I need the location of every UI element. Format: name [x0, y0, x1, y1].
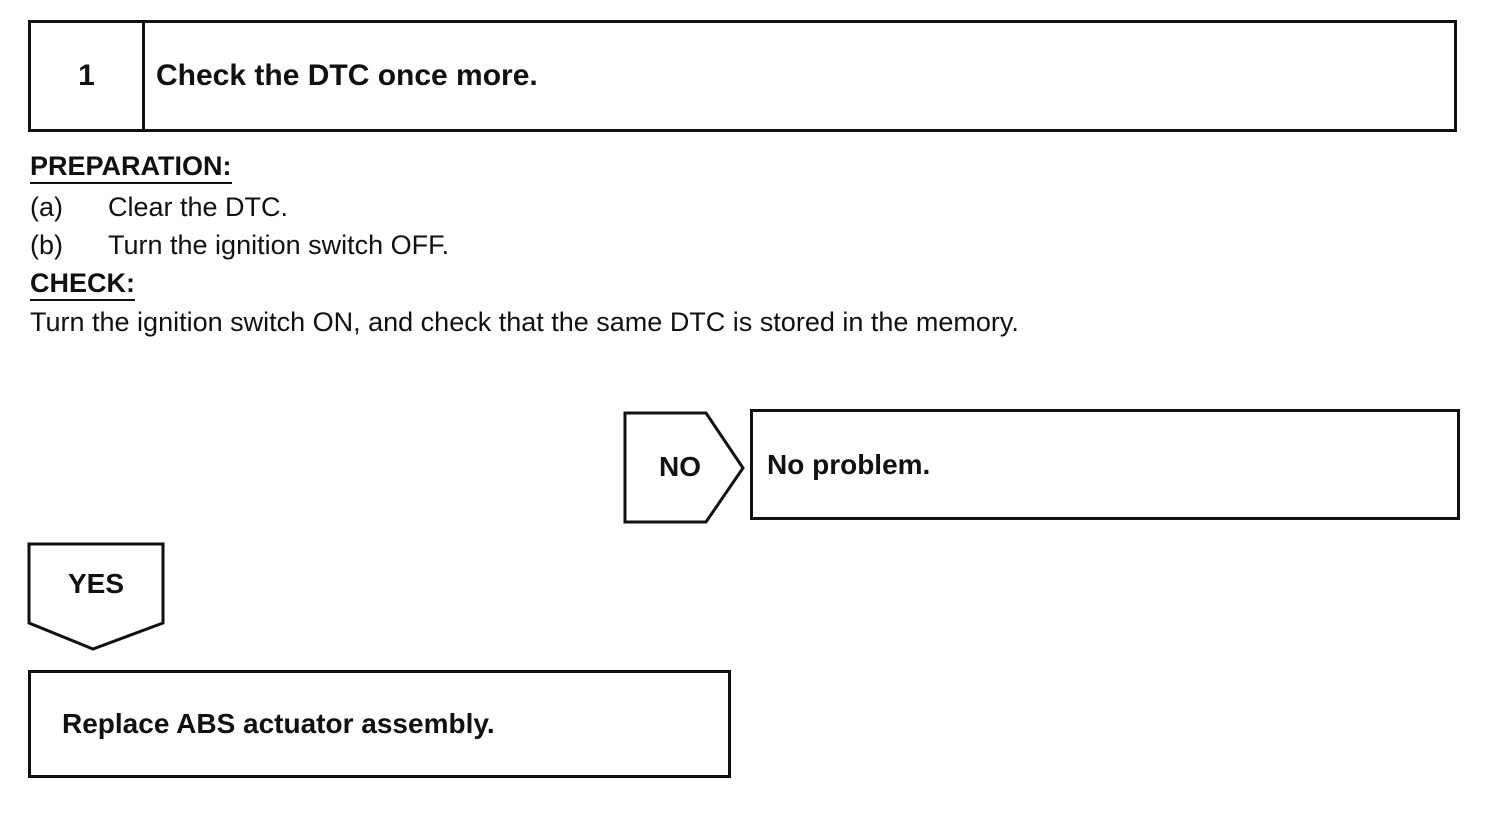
step-number: 1	[31, 23, 145, 129]
no-arrow-shape	[623, 411, 745, 524]
preparation-item-a: (a) Clear the DTC.	[30, 192, 288, 222]
preparation-item-b-text: Turn the ignition switch OFF.	[108, 230, 450, 260]
preparation-heading: PREPARATION:	[30, 151, 232, 184]
check-heading: CHECK:	[30, 268, 135, 301]
yes-result-text: Replace ABS actuator assembly.	[62, 708, 495, 739]
check-text: Turn the ignition switch ON, and check t…	[30, 307, 1019, 337]
step-title: Check the DTC once more.	[156, 59, 538, 92]
preparation-item-b-label: (b)	[30, 230, 63, 260]
preparation-item-a-label: (a)	[30, 192, 63, 222]
no-result-text: No problem.	[767, 448, 931, 480]
preparation-item-a-text: Clear the DTC.	[108, 192, 289, 222]
no-label: NO	[659, 451, 701, 482]
step-header-box: 1 Check the DTC once more.	[28, 20, 1457, 132]
yes-arrow-shape	[27, 542, 165, 651]
yes-result-box: Replace ABS actuator assembly.	[28, 670, 731, 778]
no-result-box: No problem.	[750, 409, 1460, 520]
yes-label: YES	[67, 568, 125, 599]
preparation-item-b: (b) Turn the ignition switch OFF.	[30, 230, 449, 260]
